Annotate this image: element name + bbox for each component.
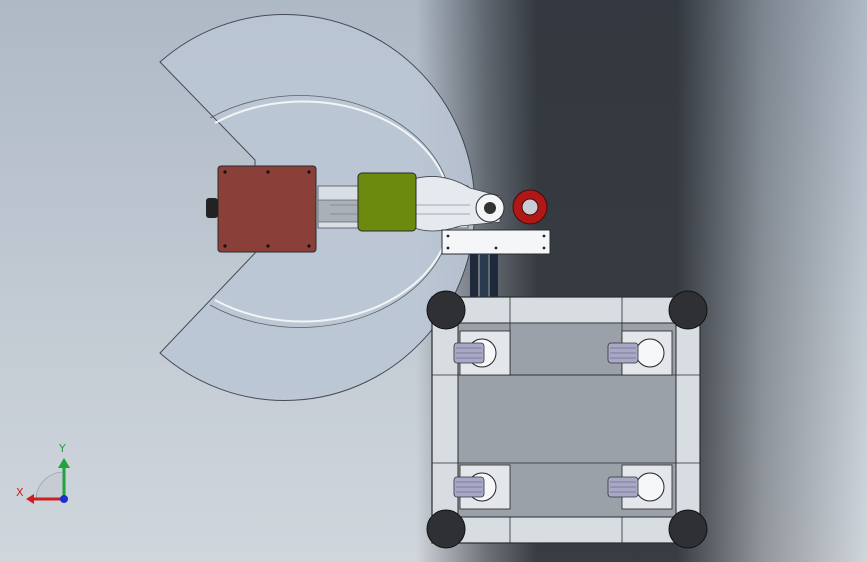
caster [607, 330, 673, 376]
plate-hole [542, 234, 546, 238]
wrist-joint-core [484, 202, 496, 214]
caster [453, 464, 511, 510]
wheel [668, 290, 708, 330]
wheel [668, 509, 708, 549]
motor-box-bolt [307, 244, 311, 248]
motor-box-bolt [223, 244, 227, 248]
triad-x-label: X [16, 486, 24, 499]
wheel [426, 290, 466, 330]
tool-red-ring-inner [521, 198, 539, 216]
triad-y-label: Y [59, 442, 66, 455]
triad-z-axis [60, 495, 68, 503]
triad-y-arrow [58, 458, 70, 468]
motor-box[interactable] [206, 165, 317, 253]
plate-hole [494, 246, 498, 250]
motor-connector [206, 198, 218, 218]
tool-red-ring[interactable] [512, 189, 548, 225]
cart-panel-top [509, 322, 623, 376]
triad-plane [35, 471, 65, 501]
caster-swivel [635, 472, 665, 502]
motor-box-bolt [266, 170, 270, 174]
gear-box[interactable] [357, 172, 417, 232]
motor-box-bolt [223, 170, 227, 174]
caster [453, 330, 511, 376]
triad-x-arrow [26, 494, 34, 504]
mounting-plate[interactable] [441, 229, 551, 255]
motor-box-bolt [266, 244, 270, 248]
column-post [480, 254, 488, 298]
column-post [470, 254, 478, 298]
wheel [426, 509, 466, 549]
plate-hole [542, 246, 546, 250]
caster-swivel [635, 338, 665, 368]
plate-hole [446, 246, 450, 250]
caster [607, 464, 673, 510]
coordinate-triad [26, 458, 70, 504]
motor-box-body [217, 165, 317, 253]
mounting-plate-body [441, 229, 551, 255]
plate-hole [446, 234, 450, 238]
motor-box-bolt [307, 170, 311, 174]
column-post [490, 254, 498, 298]
